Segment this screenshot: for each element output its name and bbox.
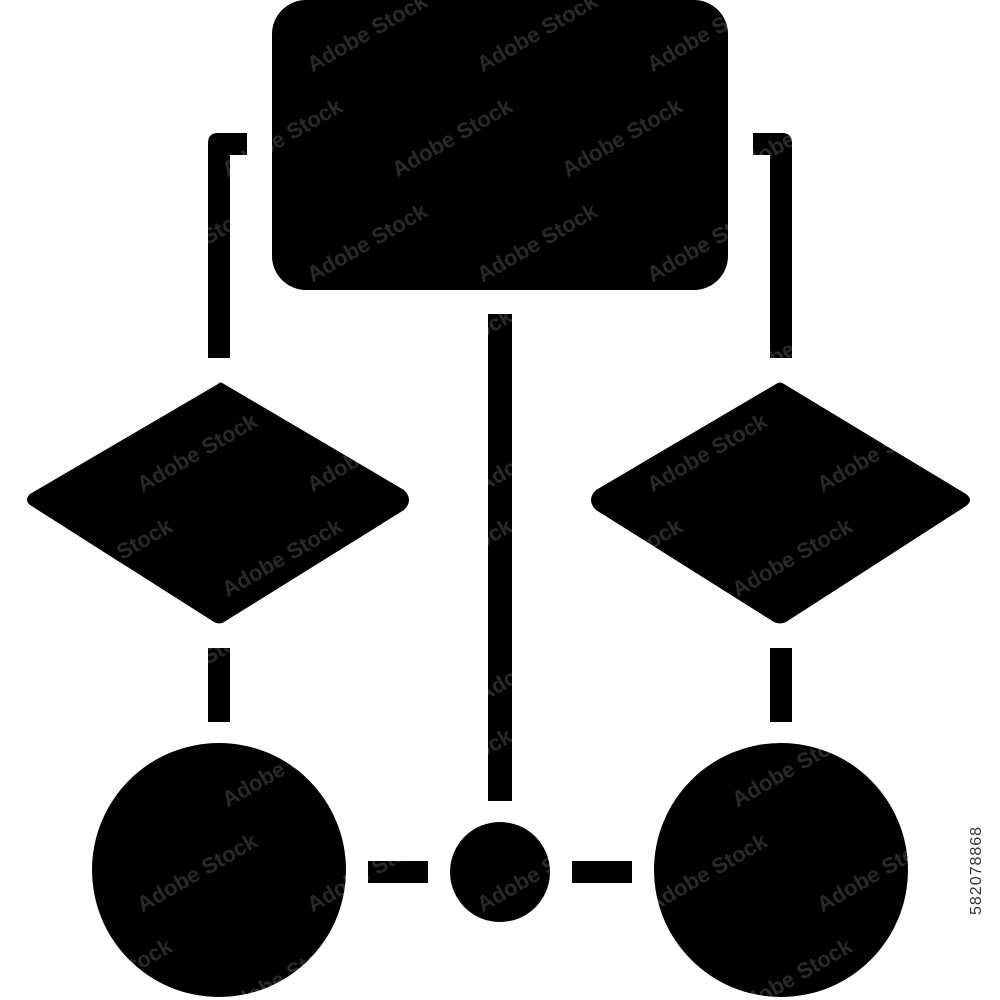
connector-junction-to-right-circle: [572, 861, 632, 883]
connector-rect-to-left-decision: [208, 133, 247, 358]
connector-rect-to-right-decision: [753, 133, 792, 358]
junction-circle-center: [450, 822, 550, 922]
terminal-circle-left: [92, 743, 346, 997]
process-rectangle: [272, 0, 728, 290]
connector-left-decision-to-circle: [208, 648, 230, 722]
connector-right-decision-to-circle: [770, 648, 792, 722]
stock-id-label: 582078868: [968, 825, 985, 915]
terminal-circle-right: [654, 743, 908, 997]
decision-diamond-left: [27, 382, 409, 624]
decision-diamond-right: [591, 382, 970, 624]
connector-rect-to-junction: [488, 314, 512, 801]
connector-left-circle-to-junction: [368, 861, 428, 883]
